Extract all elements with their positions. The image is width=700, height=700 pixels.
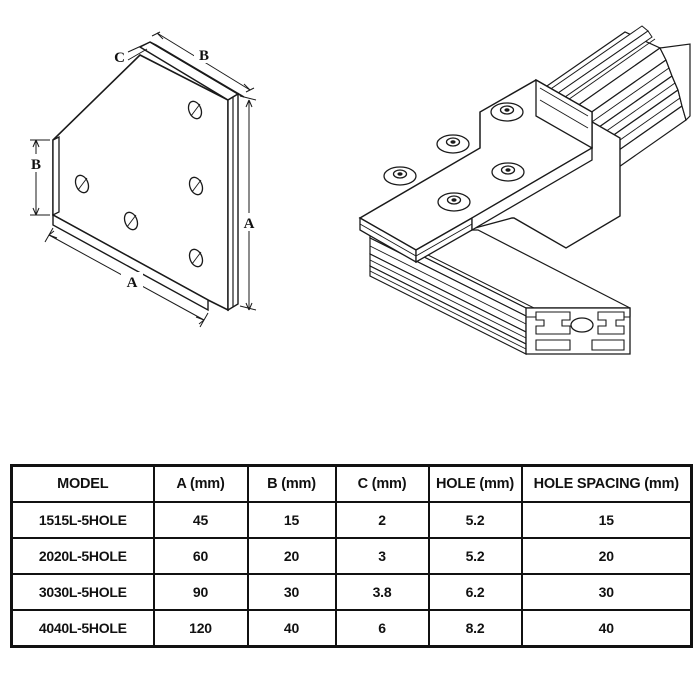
- plate-bottom-thickness-face: [52, 213, 209, 312]
- cell-spacing: 30: [520, 573, 693, 611]
- cell-hole: 8.2: [427, 609, 523, 648]
- cell-c: 3: [334, 537, 430, 575]
- dimension-label-b-top: B: [199, 48, 209, 64]
- cell-c: 2: [334, 501, 430, 539]
- column-header-b: B (mm): [246, 464, 337, 503]
- isometric-plate-drawing: C B B: [0, 0, 320, 360]
- table-row: 1515L-5HOLE 45 15 2 5.2 15: [10, 501, 693, 539]
- cell-b: 40: [246, 609, 337, 648]
- cell-spacing: 20: [520, 537, 693, 575]
- column-header-c: C (mm): [334, 464, 430, 503]
- specification-table-wrap: MODEL A (mm) B (mm) C (mm) HOLE (mm) HOL…: [10, 464, 693, 648]
- extrusion-end-profile: [525, 307, 631, 355]
- cell-a: 60: [152, 537, 249, 575]
- dimension-a-right: [239, 95, 257, 311]
- bolt-center: [505, 168, 511, 172]
- table-row: 2020L-5HOLE 60 20 3 5.2 20: [10, 537, 693, 575]
- dimension-b-left: [30, 139, 50, 216]
- cell-hole: 5.2: [427, 501, 523, 539]
- table-header-row: MODEL A (mm) B (mm) C (mm) HOLE (mm) HOL…: [10, 464, 693, 503]
- bolt-center: [450, 140, 456, 144]
- hole-group: [74, 100, 204, 268]
- cell-hole: 5.2: [427, 537, 523, 575]
- cell-model: 4040L-5HOLE: [10, 609, 155, 648]
- table-row: 4040L-5HOLE 120 40 6 8.2 40: [10, 609, 693, 648]
- cell-c: 6: [334, 609, 430, 648]
- dimension-label-a-right: A: [244, 216, 255, 232]
- mounted-plate: [358, 79, 621, 264]
- cell-model: 1515L-5HOLE: [10, 501, 155, 539]
- label-backdrop: [239, 213, 259, 231]
- label-backdrop: [121, 272, 143, 290]
- dimension-label-b-left: B: [31, 157, 41, 173]
- bolt-center: [504, 108, 510, 112]
- label-backdrop: [27, 154, 46, 172]
- plate-left-thickness-face: [52, 135, 60, 217]
- cell-b: 15: [246, 501, 337, 539]
- center-bore: [570, 317, 594, 333]
- iso-plate-svg: C B B: [27, 31, 259, 328]
- cell-c: 3.8: [334, 573, 430, 611]
- dimension-label-a-bottom: A: [127, 275, 138, 291]
- column-header-model: MODEL: [10, 464, 155, 503]
- extrusion-upper-overlay: [535, 78, 593, 150]
- assembly-svg: [358, 25, 691, 355]
- dimension-label-c: C: [114, 50, 125, 66]
- cell-spacing: 15: [520, 501, 693, 539]
- cell-a: 120: [152, 609, 249, 648]
- cell-hole: 6.2: [427, 573, 523, 611]
- extrusion-lower: [369, 229, 631, 355]
- cell-model: 2020L-5HOLE: [10, 537, 155, 575]
- cell-model: 3030L-5HOLE: [10, 573, 155, 611]
- column-header-hole: HOLE (mm): [427, 464, 523, 503]
- cell-a: 45: [152, 501, 249, 539]
- bolt-center: [451, 198, 457, 202]
- cell-spacing: 40: [520, 609, 693, 648]
- specification-table: MODEL A (mm) B (mm) C (mm) HOLE (mm) HOL…: [10, 464, 693, 648]
- column-header-spacing: HOLE SPACING (mm): [520, 464, 693, 503]
- assembly-drawing: [330, 20, 700, 370]
- bolt-center: [397, 172, 403, 176]
- column-header-a: A (mm): [152, 464, 249, 503]
- bolt-group: [383, 102, 525, 212]
- label-backdrop: [194, 45, 214, 63]
- cell-b: 20: [246, 537, 337, 575]
- dimension-c: [127, 41, 151, 61]
- table-row: 3030L-5HOLE 90 30 3.8 6.2 30: [10, 573, 693, 611]
- cell-b: 30: [246, 573, 337, 611]
- cell-a: 90: [152, 573, 249, 611]
